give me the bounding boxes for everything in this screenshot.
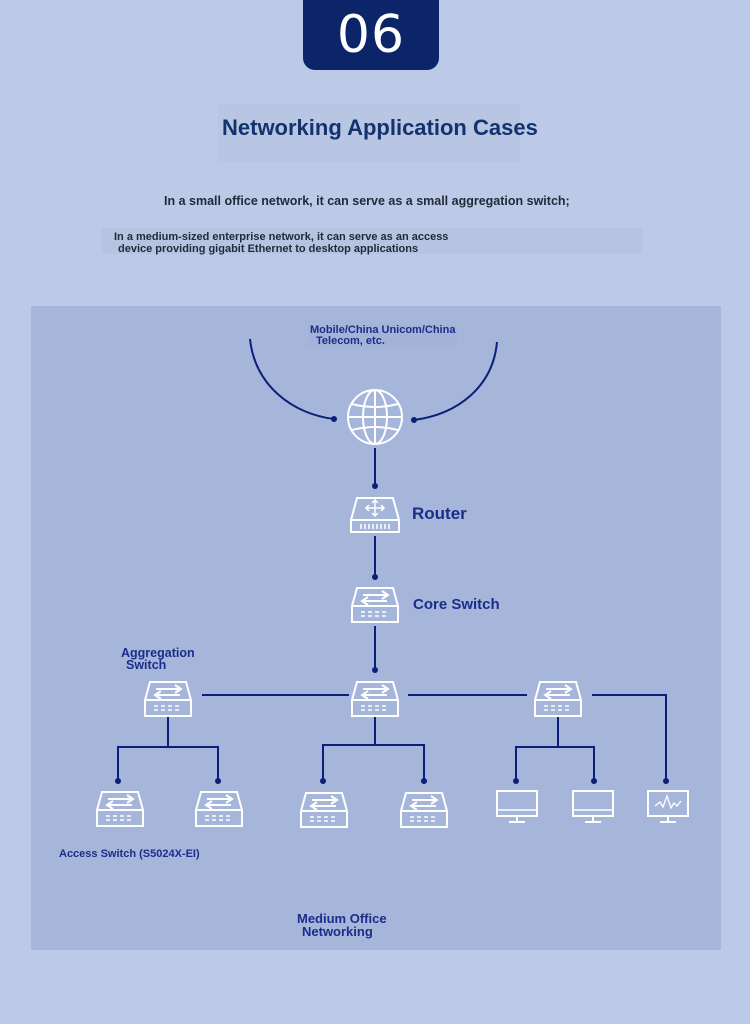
isp-label: Mobile/China Unicom/China Telecom, etc.	[308, 324, 458, 347]
network-topology	[96, 338, 689, 828]
aggregation-switch-icon-center	[351, 681, 399, 717]
connection-lines	[117, 338, 667, 781]
network-diagram: Mobile/China Unicom/China Telecom, etc. …	[31, 306, 721, 950]
access-switch-icon-4	[400, 792, 448, 828]
aggregation-switch-label: Aggregation Switch	[121, 646, 195, 672]
access-switch-label: Access Switch (S5024X-EI)	[59, 848, 200, 860]
monitor-icon-1	[496, 790, 538, 823]
access-switch-icon-3	[300, 792, 348, 828]
core-switch-icon	[351, 587, 399, 623]
medium-description-line1: In a medium-sized enterprise network, it…	[114, 231, 449, 243]
aggregation-switch-icon-left	[144, 681, 192, 717]
caption-line1: Medium Office	[297, 911, 387, 926]
connection-dots	[115, 416, 669, 784]
diagram-caption: Medium Office Networking	[297, 912, 387, 938]
page-title: Networking Application Cases	[218, 104, 538, 162]
section-number-badge: 06	[303, 0, 439, 70]
router-label: Router	[412, 504, 467, 523]
monitor-icon-2	[572, 790, 614, 823]
core-switch-label: Core Switch	[413, 596, 500, 613]
aggregation-label-line2: Switch	[126, 658, 167, 672]
monitor-chart-icon	[647, 790, 689, 823]
aggregation-switch-icon-right	[534, 681, 582, 717]
medium-enterprise-description: In a medium-sized enterprise network, it…	[102, 228, 642, 255]
globe-icon	[347, 389, 403, 445]
small-office-description: In a small office network, it can serve …	[164, 194, 570, 208]
router-icon	[350, 497, 400, 533]
aggregation-label-line1: Aggregation	[121, 646, 195, 660]
caption-line2: Networking	[302, 924, 373, 939]
isp-label-line2: Telecom, etc.	[316, 335, 385, 347]
access-switch-icon-2	[195, 791, 243, 827]
medium-description-line2: device providing gigabit Ethernet to des…	[118, 243, 419, 255]
access-switch-icon-1	[96, 791, 144, 827]
isp-label-line1: Mobile/China Unicom/China	[310, 324, 456, 336]
